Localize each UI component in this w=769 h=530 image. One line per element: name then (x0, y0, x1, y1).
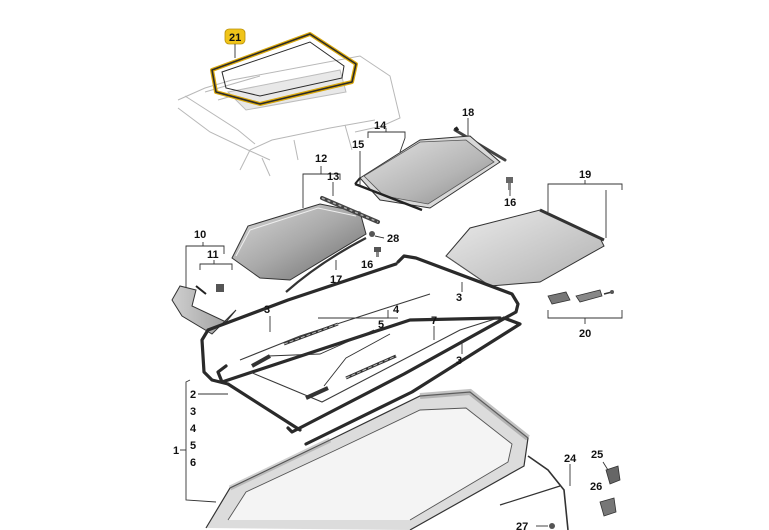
callout-6: 6 (190, 457, 196, 469)
callout-2: 2 (190, 389, 196, 401)
callout-3-d: 3 (190, 406, 196, 418)
callout-26: 26 (590, 481, 602, 493)
callout-13: 13 (327, 171, 339, 183)
part-5-guide-blocks (251, 354, 329, 400)
callout-5: 5 (378, 319, 384, 331)
callout-21-badge[interactable]: 21 (224, 28, 246, 58)
callout-14: 14 (374, 120, 387, 132)
callout-1: 1 (173, 445, 179, 457)
callout-28: 28 (387, 233, 399, 245)
part-20-brackets (547, 289, 614, 305)
callout-10: 10 (194, 229, 206, 241)
callout-11: 11 (207, 249, 219, 261)
callout-19: 19 (579, 169, 591, 181)
part-11-clips (195, 284, 224, 295)
part-16-screw-upper (506, 177, 513, 196)
callout-21: 21 (229, 32, 241, 44)
callout-3-a: 3 (264, 304, 270, 316)
callout-16-upper: 16 (504, 197, 516, 209)
callout-3-b: 3 (456, 292, 462, 304)
callout-20: 20 (579, 328, 591, 340)
roof-seal-highlight[interactable] (210, 32, 358, 106)
callout-27: 27 (516, 521, 528, 530)
part-25-motor-clip (602, 461, 621, 485)
callout-16-lower: 16 (361, 259, 373, 271)
part-19-sunshade (445, 208, 605, 287)
callout-12: 12 (315, 153, 327, 165)
callout-18: 18 (462, 107, 474, 119)
part-12-glass-panel (231, 203, 367, 281)
part-3-seal-upper (200, 254, 520, 434)
part-28-clip (369, 231, 385, 239)
part-16-screw-lower (374, 247, 381, 257)
callout-3-c: 3 (456, 355, 462, 367)
part-27-nut (536, 523, 555, 529)
part-3-seal-lower (216, 316, 522, 446)
part-7-frame (239, 293, 499, 403)
callout-15: 15 (352, 139, 364, 151)
callout-7: 7 (431, 315, 437, 327)
part-24-cable (499, 455, 569, 530)
part-13-strip (320, 182, 380, 224)
callout-4-b: 4 (190, 423, 197, 435)
callout-24: 24 (564, 453, 577, 465)
callout-5-b: 5 (190, 440, 196, 452)
part-1-sunroof-frame (205, 388, 530, 530)
part-14-glass-panel (354, 135, 501, 212)
part-26-bracket (599, 497, 617, 517)
part-4-guide-rails (283, 322, 397, 380)
callout-25: 25 (591, 449, 603, 461)
callout-4: 4 (393, 304, 400, 316)
part-17-trim (285, 237, 367, 293)
